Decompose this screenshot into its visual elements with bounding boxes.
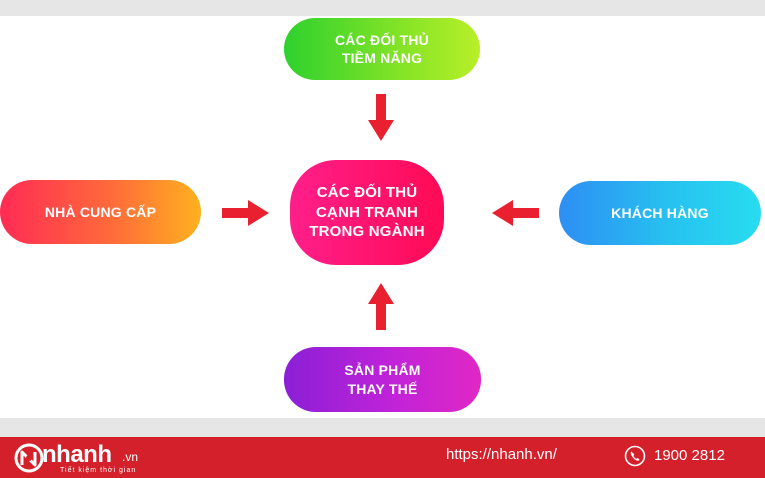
node-suppliers: NHÀ CUNG CẤP: [0, 180, 201, 244]
arrow-right-icon: [222, 200, 269, 226]
arrow-left-icon: [492, 200, 539, 226]
logo-tagline: Tiết kiệm thời gian: [60, 467, 137, 474]
node-potential-competitors: CÁC ĐỐI THỦ TIỀM NĂNG: [284, 18, 480, 80]
node-suppliers-label: NHÀ CUNG CẤP: [44, 203, 157, 220]
phone-number[interactable]: 1900 2812: [654, 447, 725, 464]
logo-tld: .vn: [122, 450, 139, 464]
node-industry-rivals-label: CÁC ĐỐI THỦ CẠNH TRANH TRONG NGÀNH: [309, 184, 425, 241]
nhanh-logo: nhanh .vn Tiết kiệm thời gian: [14, 441, 214, 475]
node-industry-rivals: CÁC ĐỐI THỦ CẠNH TRANH TRONG NGÀNH: [290, 160, 444, 265]
bottom-margin-band: [0, 418, 765, 437]
website-link[interactable]: https://nhanh.vn/: [446, 446, 557, 463]
arrow-up-icon: [368, 283, 394, 330]
node-substitutes-label: SẢN PHẨM THAY THẾ: [344, 362, 421, 397]
top-margin-band: [0, 0, 765, 16]
node-customers: KHÁCH HÀNG: [559, 181, 761, 245]
node-customers-label: KHÁCH HÀNG: [611, 204, 709, 221]
phone-icon: [624, 445, 646, 467]
footer-bar: nhanh .vn Tiết kiệm thời gian https://nh…: [0, 437, 765, 478]
node-potential-competitors-label: CÁC ĐỐI THỦ TIỀM NĂNG: [335, 31, 429, 66]
logo-name: nhanh: [42, 441, 112, 468]
node-substitutes: SẢN PHẨM THAY THẾ: [284, 347, 481, 412]
nhanh-logo-icon: [14, 443, 44, 473]
arrow-down-icon: [368, 94, 394, 141]
